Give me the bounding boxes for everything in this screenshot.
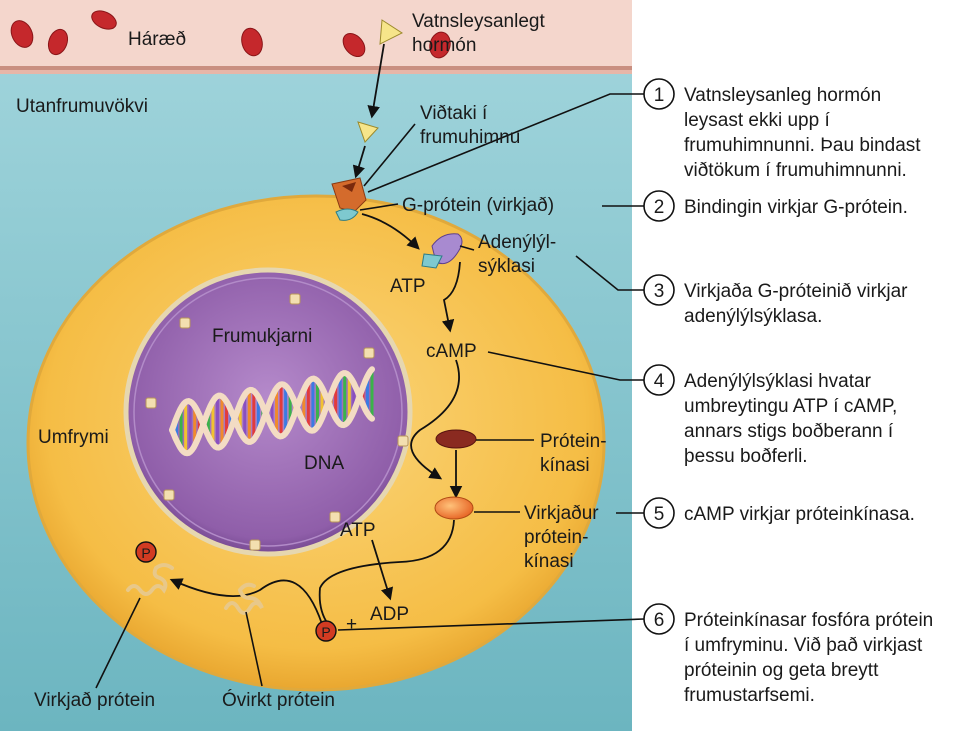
receptor [331, 177, 367, 213]
hormone-label-line2: hormón [412, 35, 476, 56]
hormone-triangle-2 [357, 121, 379, 143]
step-5-number-circle [643, 497, 675, 529]
dna-backbone [169, 370, 375, 457]
leader-inactive-protein [245, 611, 263, 687]
leader-activated-protein [95, 597, 141, 689]
step-4-number: 4 [654, 371, 665, 392]
protein-kinase-label-line1: Prótein- [540, 431, 607, 452]
step-3-line-1: Virkjaða G-próteinið virkjar [684, 281, 908, 302]
step-6-number: 6 [654, 610, 665, 631]
step-2-number: 2 [654, 197, 665, 218]
step-3: 3 Virkjaða G-próteinið virkjar adenýlýls… [643, 274, 908, 327]
inactive-protein [224, 582, 264, 615]
step-1-number: 1 [654, 85, 665, 106]
activated-kinase-label-line1: Virkjaður [524, 503, 599, 524]
step-1-line-4: viðtökum í frumuhimnunni. [684, 160, 907, 181]
leader-adenylyl [459, 245, 475, 251]
step-2-number-circle [643, 190, 675, 222]
camp-to-kinase-arrow [410, 359, 460, 480]
activated-protein [126, 563, 174, 596]
protein-kinase-label-line2: kínasi [540, 455, 590, 476]
hormone-triangle-1 [379, 19, 404, 45]
step-6-line-1: Próteinkínasar fosfóra prótein [684, 610, 933, 631]
step-6-line-2: í umfryminu. Við það virkjast [684, 635, 923, 656]
step-4-line-1: Adenýlýlsýklasi hvatar [684, 371, 872, 392]
step-6-line-3: próteinin og geta breytt [684, 660, 879, 681]
step-6: 6 Próteinkínasar fosfóra prótein í umfry… [643, 603, 933, 706]
hormone-label-line1: Vatnsleysanlegt [412, 11, 545, 32]
receptor-label-line1: Viðtaki í [420, 103, 488, 124]
step-6-line-4: frumustarfsemi. [684, 685, 815, 706]
step-1-line-2: leysast ekki upp í [684, 110, 830, 131]
plus-sign: + [346, 614, 357, 635]
activated-protein-kinase [434, 496, 474, 520]
activated-protein-label: Virkjað prótein [34, 690, 155, 711]
nucleus-envelope [133, 277, 403, 547]
adp-label: ADP [370, 604, 409, 625]
step-5: 5 cAMP virkjar próteinkínasa. [643, 497, 915, 529]
nuclear-pores [145, 293, 409, 551]
phosphorylation-arrow [169, 578, 323, 625]
gprotein-to-adenylyl-arrow [361, 213, 420, 250]
phosphate-label: P [141, 545, 150, 561]
step-3-number-circle [643, 274, 675, 306]
step-2: 2 Bindingin virkjar G-prótein. [643, 190, 908, 222]
activated-kinase-label-line2: prótein- [524, 527, 588, 548]
adenylyl-label-line2: sýklasi [478, 256, 535, 277]
step-1: 1 Vatnsleysanleg hormón leysast ekki upp… [643, 78, 921, 181]
hormone-arrow-2 [352, 145, 366, 179]
step-2-line-1: Bindingin virkjar G-prótein. [684, 197, 908, 218]
phosphate-label: P [321, 624, 330, 640]
g-protein [335, 208, 359, 221]
step-1-leader [367, 93, 644, 193]
step-4-line-4: þessu boðferli. [684, 446, 808, 467]
leader-receptor [363, 123, 416, 187]
atp-top-label: ATP [390, 276, 426, 297]
inactive-protein-label: Óvirkt prótein [222, 689, 335, 711]
step-4-line-2: umbreytingu ATP í cAMP, [684, 396, 897, 417]
leader-gprotein [359, 203, 399, 211]
cytoplasm-label: Umfrymi [38, 427, 109, 448]
step-4-number-circle [643, 364, 675, 396]
step-6-leader [337, 618, 645, 631]
step-4: 4 Adenýlýlsýklasi hvatar umbreytingu ATP… [643, 364, 897, 467]
protein-kinase [435, 429, 477, 449]
adenylyl-label-line1: Adenýlýl- [478, 232, 556, 253]
step-3-number: 3 [654, 281, 665, 302]
step-1-line-1: Vatnsleysanleg hormón [684, 85, 881, 106]
step-5-line-1: cAMP virkjar próteinkínasa. [684, 504, 915, 525]
camp-label: cAMP [426, 341, 477, 362]
phosphate-kinase: P [315, 620, 337, 642]
dna-helix [169, 366, 375, 457]
step-6-number-circle [643, 603, 675, 635]
step-4-line-3: annars stigs boðberann í [684, 421, 894, 442]
atp-bottom-label: ATP [340, 520, 376, 541]
phosphate-activated: P [135, 541, 157, 563]
red-blood-cells [10, 10, 451, 59]
nucleus-label: Frumukjarni [212, 326, 312, 347]
g-protein-label: G-prótein (virkjað) [402, 195, 554, 216]
hormone-arrow-1 [367, 43, 385, 119]
step-1-number-circle [643, 78, 675, 110]
blood-vessel [0, 0, 632, 74]
step-5-number: 5 [654, 504, 665, 525]
dna-backbone [169, 366, 375, 451]
kinase-to-phosphorylation-arrow [318, 519, 455, 625]
atp-to-adp-arrow [371, 539, 394, 601]
dna-label: DNA [304, 453, 344, 474]
activated-kinase-label-line3: kínasi [524, 551, 574, 572]
step-3-line-2: adenýlýlsýklasa. [684, 306, 822, 327]
step-1-line-3: frumuhimnunni. Þau bindast [684, 135, 921, 156]
step-4-leader [487, 351, 644, 381]
step-3-leader [575, 255, 644, 291]
extracellular-label: Utanfrumuvökvi [16, 96, 148, 117]
blood-vessel-label: Háræð [128, 29, 186, 50]
receptor-label-line2: frumuhimnu [420, 127, 520, 148]
adenylyl-cyclase [421, 233, 463, 269]
atp-to-camp-arrow [441, 261, 461, 333]
